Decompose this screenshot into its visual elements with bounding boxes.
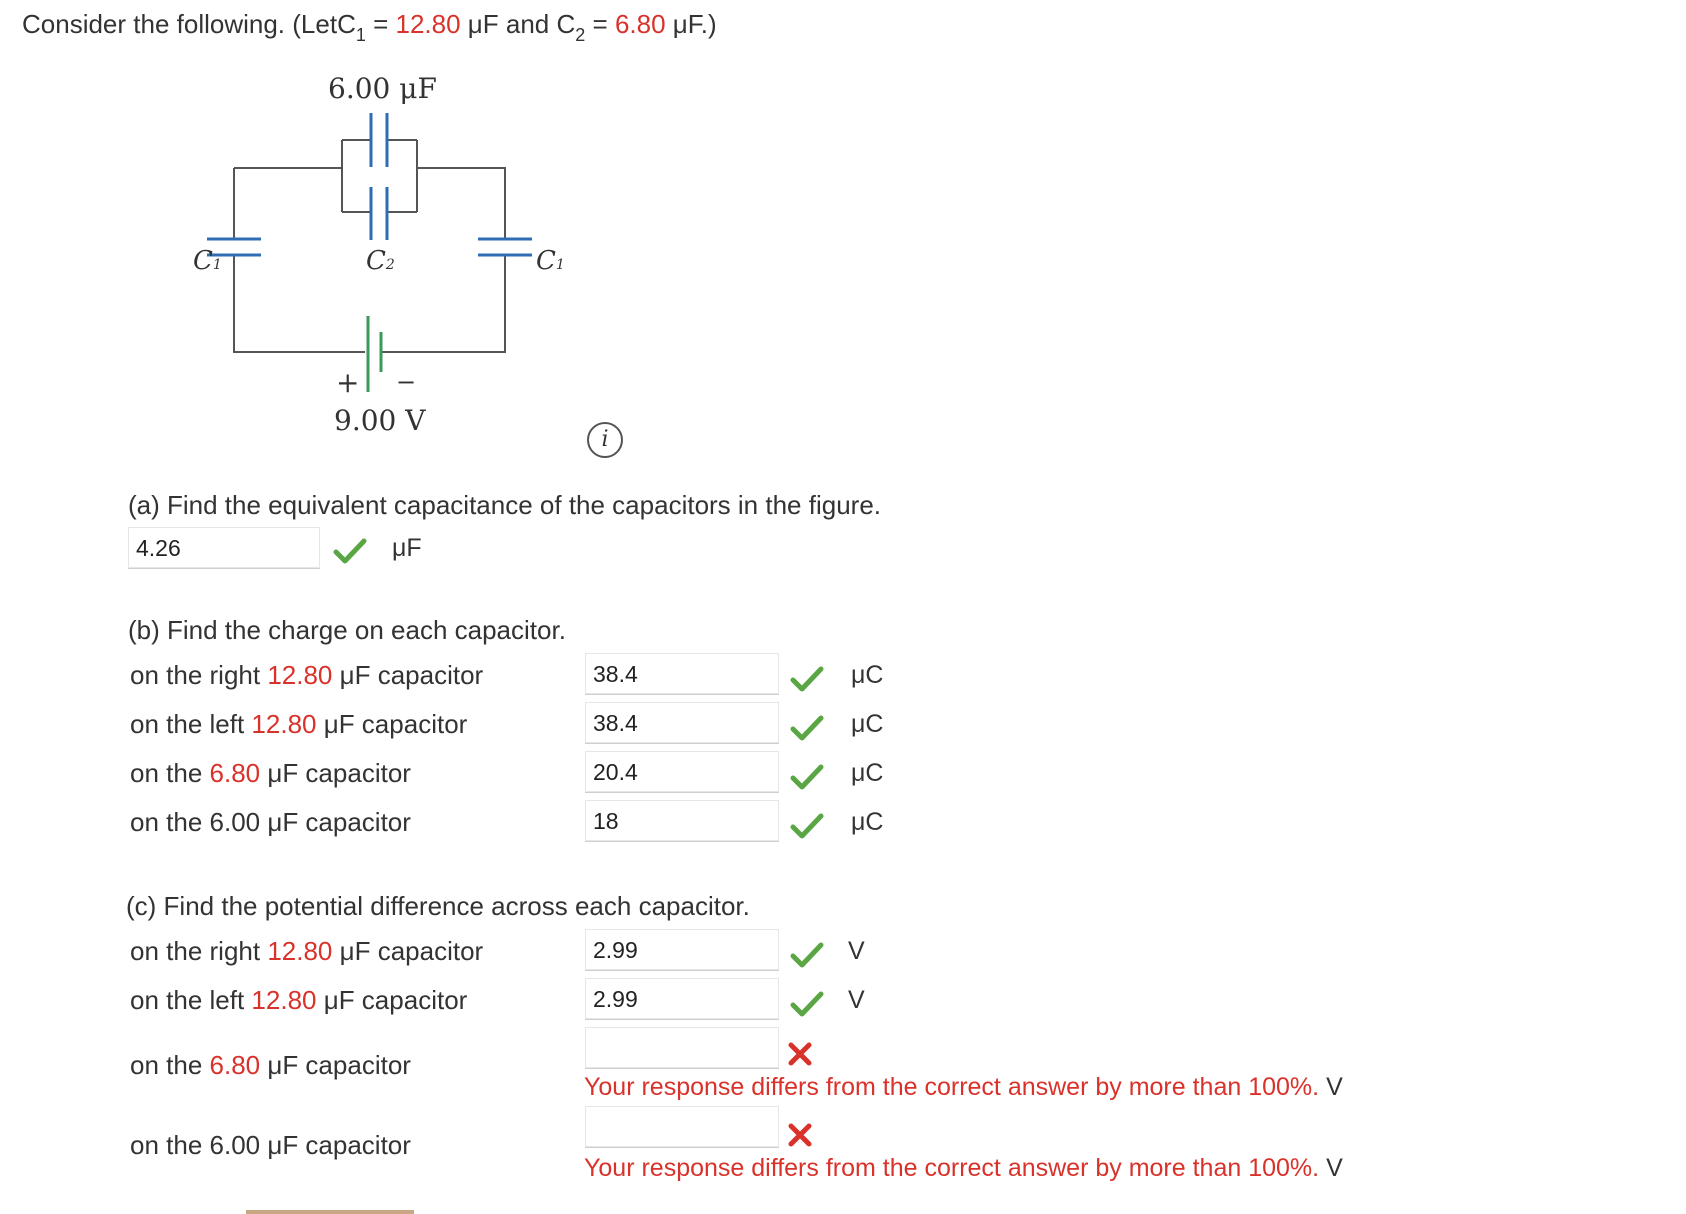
part-c-row-1-input[interactable]: 2.99 [585,929,779,971]
part-b-row-1-check-icon [790,666,824,692]
unit-end: μF.) [665,9,717,39]
part-a-unit: μF [392,534,422,562]
part-c-row-2-label: on the left 12.80 μF capacitor [130,985,468,1015]
part-c-row-4-unit: V [1326,1154,1343,1182]
circuit-diagram [207,113,532,392]
part-c-row-4-cross-icon [788,1123,812,1147]
part-c-row-4-error: Your response differs from the correct a… [584,1154,1320,1182]
left-c1-label: C1 [193,246,222,276]
part-c-row-3-label: on the 6.80 μF capacitor [130,1050,411,1080]
part-c-row-2-check-icon [790,991,824,1017]
part-b-row-4-check-icon [790,813,824,839]
info-icon[interactable]: i [587,422,623,458]
battery-voltage-label: 9.00 V [334,404,426,437]
c2-subscript: 2 [575,25,586,45]
part-c-row-1-check-icon [790,942,824,968]
part-c-row-1-label: on the right 12.80 μF capacitor [130,936,484,966]
capacitor-left-c1 [207,237,261,257]
part-a-answer-input[interactable]: 4.26 [128,527,320,569]
part-b-row-3-unit: μC [851,759,884,787]
part-b-row-2-unit: μC [851,710,884,738]
c2-symbol: C [556,9,576,39]
part-b-row-3-check-icon [790,764,824,790]
part-b-row-1-input[interactable]: 38.4 [585,653,779,695]
equals-1: = [365,9,396,39]
part-c-row-1-unit: V [848,937,865,965]
part-b-row-2-check-icon [790,715,824,741]
battery-plus: + [336,366,360,399]
statement-prefix: Consider the following. (Let [22,9,338,39]
problem-statement: Consider the following. (LetC1 = 12.80 μ… [22,8,717,45]
part-c-row-3-cross-icon [788,1042,812,1066]
part-c-row-4-feedback: Your response differs from the correct a… [584,1153,1343,1183]
part-c-row-3-error: Your response differs from the correct a… [584,1073,1320,1101]
part-b-row-4-label: on the 6.00 μF capacitor [130,807,411,837]
battery [366,316,383,392]
c2-value: 6.80 [614,9,666,39]
part-b-row-4-input[interactable]: 18 [585,800,779,842]
part-b-row-3-label: on the 6.80 μF capacitor [130,758,411,788]
part-b-row-2-input[interactable]: 38.4 [585,702,779,744]
part-b-row-3-input[interactable]: 20.4 [585,751,779,793]
c1-symbol: C [337,9,356,39]
part-c-row-3-feedback: Your response differs from the correct a… [584,1072,1343,1102]
circuit-figure: 6.00 μF C1 C2 C1 + − 9.00 V i [0,0,640,458]
capacitor-right-c1 [478,237,532,257]
top-capacitor-label: 6.00 μF [328,72,437,105]
part-b-row-2-label: on the left 12.80 μF capacitor [130,709,468,739]
c1-subscript: 1 [355,25,366,45]
part-c-row-3-input[interactable] [585,1027,779,1069]
part-c-row-4-input[interactable] [585,1106,779,1148]
part-b-row-1-unit: μC [851,661,884,689]
part-c-row-4-label: on the 6.00 μF capacitor [130,1130,411,1160]
part-a-question: (a) Find the equivalent capacitance of t… [128,490,881,520]
part-c-row-2-input[interactable]: 2.99 [585,978,779,1020]
unit-and: μF and [460,9,557,39]
right-c1-label: C1 [536,246,565,276]
c2-label: C2 [366,246,395,276]
bottom-partial-button[interactable] [246,1210,414,1214]
part-a-check-icon [333,538,367,564]
part-b-row-4-unit: μC [851,808,884,836]
equals-2: = [585,9,615,39]
part-c-question: (c) Find the potential difference across… [126,891,750,921]
part-c-row-3-unit: V [1326,1073,1343,1101]
capacitor-c2 [369,187,389,240]
part-c-row-2-unit: V [848,986,865,1014]
part-b-question: (b) Find the charge on each capacitor. [128,615,566,645]
part-b-row-1-label: on the right 12.80 μF capacitor [130,660,484,690]
battery-minus: − [396,368,417,396]
capacitor-6uF [369,113,389,167]
c1-value: 12.80 [395,9,461,39]
